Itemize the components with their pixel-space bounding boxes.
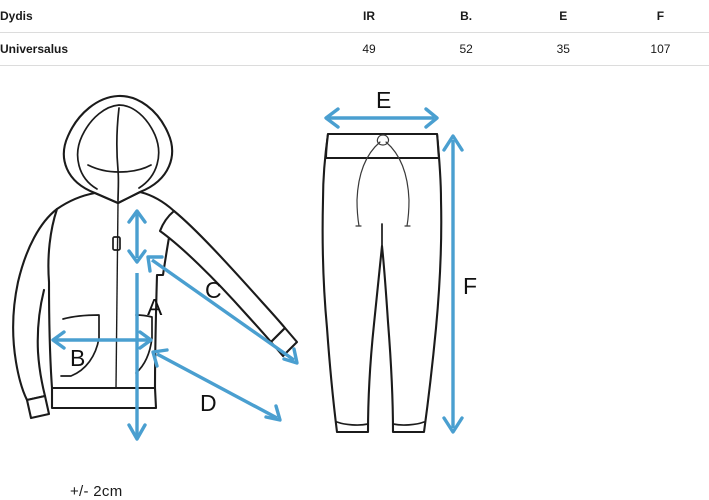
hoodie-hem-band <box>50 386 158 410</box>
hoodie-left-cuff <box>25 394 51 420</box>
column-header-ir: IR <box>320 0 418 33</box>
measure-arrow-a <box>127 209 147 264</box>
pants-waistband <box>324 132 441 160</box>
column-header-f: F <box>611 0 709 33</box>
measure-arrow-c <box>146 255 299 365</box>
pants-body <box>321 132 443 434</box>
hoodie-pocket-right <box>135 314 153 374</box>
measure-arrow-e <box>324 107 439 129</box>
garment-diagrams: A B C <box>0 70 709 500</box>
hoodie-hood-seam <box>116 107 120 202</box>
size-table: Dydis IR B. E F Universalus 49 52 35 107 <box>0 0 709 66</box>
pants-left-cuff <box>336 421 369 426</box>
column-header-e: E <box>514 0 612 33</box>
hoodie-hood-opening <box>87 164 152 173</box>
measure-arrow-f <box>442 134 464 434</box>
hoodie-right-sleeve <box>158 209 287 344</box>
measure-label-e: E <box>376 87 391 113</box>
measure-label-c: C <box>205 277 222 303</box>
hoodie-zipper-pull <box>112 236 121 251</box>
cell-f: 107 <box>611 32 709 66</box>
cell-ir: 49 <box>320 32 418 66</box>
measure-arrow-length <box>127 273 147 441</box>
pants-drawstring-knot <box>376 134 390 146</box>
cell-b: 52 <box>417 32 515 66</box>
pants-right-cuff <box>392 421 425 426</box>
size-table-header: Dydis IR B. E F <box>0 0 709 33</box>
hoodie-zipper <box>115 202 119 389</box>
hoodie-left-sleeve <box>12 207 59 402</box>
hoodie-pocket <box>60 314 100 377</box>
pants-drawstring-left <box>356 141 381 227</box>
hoodie-hood-lining <box>76 104 160 190</box>
table-row: Universalus 49 52 35 107 <box>0 32 709 66</box>
hoodie-diagram: A B C <box>12 94 299 441</box>
measure-label-b: B <box>70 345 85 371</box>
measure-label-d: D <box>200 390 217 416</box>
measure-arrow-d <box>151 348 282 422</box>
tolerance-note: +/- 2cm <box>70 483 123 500</box>
column-header-b: B. <box>417 0 515 33</box>
pants-diagram: E F <box>321 87 477 434</box>
row-label-universal: Universalus <box>0 32 321 66</box>
size-table-body: Universalus 49 52 35 107 <box>0 32 709 66</box>
measure-label-a: A <box>147 294 163 320</box>
measure-arrow-b <box>51 330 153 350</box>
pants-drawstring-right <box>385 141 410 227</box>
measure-label-f: F <box>463 273 477 299</box>
column-header-size: Dydis <box>0 0 321 33</box>
cell-e: 35 <box>514 32 612 66</box>
table-header-row: Dydis IR B. E F <box>0 0 709 33</box>
